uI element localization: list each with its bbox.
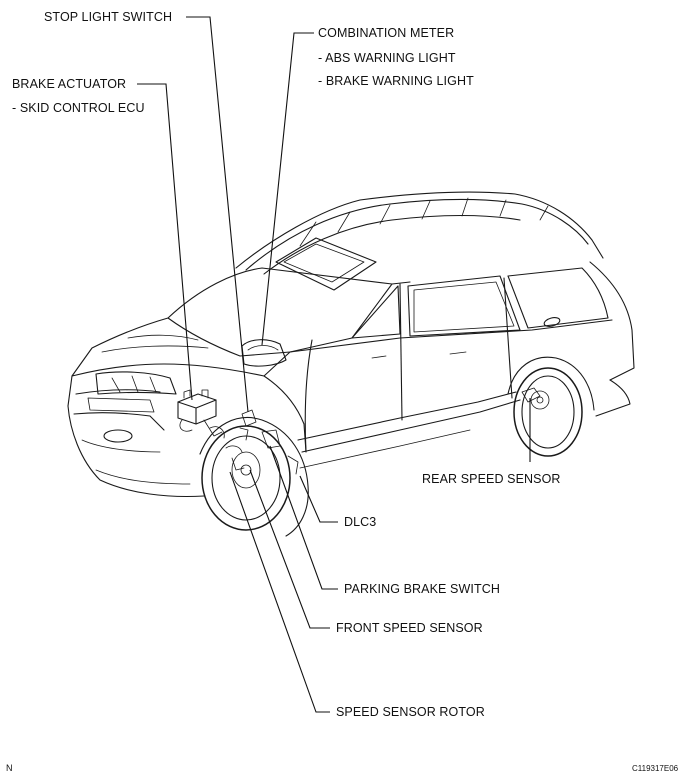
roof-rail-right <box>263 214 521 275</box>
roof-rail-left <box>245 198 589 271</box>
combination-meter-part <box>241 339 287 367</box>
stop-light-switch-part <box>241 409 257 427</box>
sunroof <box>275 237 377 291</box>
label-rear-speed-sensor: REAR SPEED SENSOR <box>422 472 561 486</box>
windshield <box>167 267 393 357</box>
label-dlc3: DLC3 <box>344 515 377 529</box>
label-parking-brake-switch: PARKING BRAKE SWITCH <box>344 582 500 596</box>
label-combination-meter: COMBINATION METER <box>318 26 455 40</box>
corner-mark-left: N <box>6 763 13 773</box>
leader-dlc3 <box>299 475 338 523</box>
headlamp <box>95 371 177 395</box>
hood <box>71 317 291 377</box>
roof-outline <box>235 191 604 269</box>
label-abs-warning-light: - ABS WARNING LIGHT <box>318 51 456 65</box>
rear-wheel <box>513 367 583 457</box>
label-brake-warning-light: - BRAKE WARNING LIGHT <box>318 74 474 88</box>
leader-parking-brake-switch <box>269 445 338 590</box>
label-stop-light-switch: STOP LIGHT SWITCH <box>44 10 173 24</box>
leader-brake-actuator <box>137 83 193 401</box>
leader-speed-sensor-rotor <box>229 471 330 713</box>
middle-side-window <box>407 275 521 337</box>
leader-combination-meter <box>261 32 314 346</box>
label-brake-actuator: BRAKE ACTUATOR <box>12 77 127 91</box>
label-front-speed-sensor: FRONT SPEED SENSOR <box>336 621 483 635</box>
leader-stop-light-switch <box>186 16 249 413</box>
front-side-window <box>351 285 401 339</box>
rear-side-window <box>507 267 609 329</box>
label-speed-sensor-rotor: SPEED SENSOR ROTOR <box>336 705 485 719</box>
front-bumper <box>67 375 205 498</box>
label-skid-control-ecu: - SKID CONTROL ECU <box>12 101 145 115</box>
figure-code: C119317E06 <box>632 764 679 773</box>
leader-front-speed-sensor <box>249 469 330 629</box>
brake-actuator-part <box>177 389 225 439</box>
